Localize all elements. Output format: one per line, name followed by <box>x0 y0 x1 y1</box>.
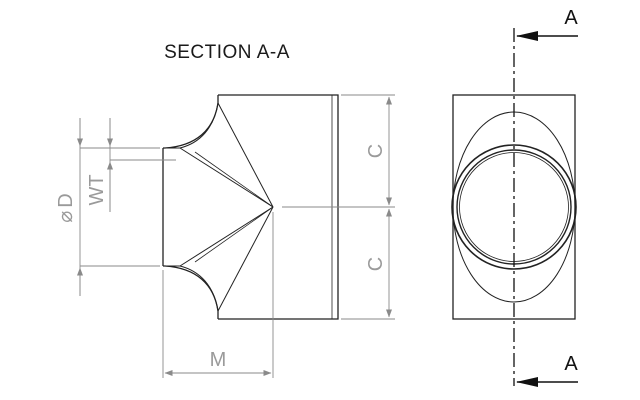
branch-outline-upper <box>163 95 219 149</box>
bore-line-6 <box>194 206 274 263</box>
section-letter-top: A <box>564 7 578 29</box>
center-to-end-lower-label: C <box>365 257 387 271</box>
bore-line-3 <box>179 147 274 208</box>
dimension-labels: ⌀D WT C C M <box>55 144 387 371</box>
center-to-end-upper-label: C <box>365 144 387 158</box>
branch-outer-circle <box>451 144 577 270</box>
bore-line-4 <box>179 206 274 267</box>
branch-length-label: M <box>210 349 227 371</box>
diameter-symbol: ⌀ <box>55 211 77 223</box>
diameter-letter: D <box>55 193 77 207</box>
dimension-lines <box>77 94 395 378</box>
wall-thickness-label: WT <box>86 174 108 205</box>
inner-intersection-upper <box>179 102 219 149</box>
section-marker-top: A <box>516 7 578 41</box>
section-view-tee <box>162 94 339 320</box>
section-marker-bottom: A <box>516 353 578 387</box>
bore-line-2 <box>217 206 274 312</box>
branch-outline-lower <box>163 265 219 319</box>
section-letter-bottom: A <box>564 353 578 375</box>
diameter-label: ⌀D <box>55 193 77 223</box>
section-title: SECTION A-A <box>164 42 290 63</box>
bore-line-1 <box>217 102 274 208</box>
inner-intersection-lower <box>179 265 219 312</box>
bore-line-5 <box>194 151 274 208</box>
